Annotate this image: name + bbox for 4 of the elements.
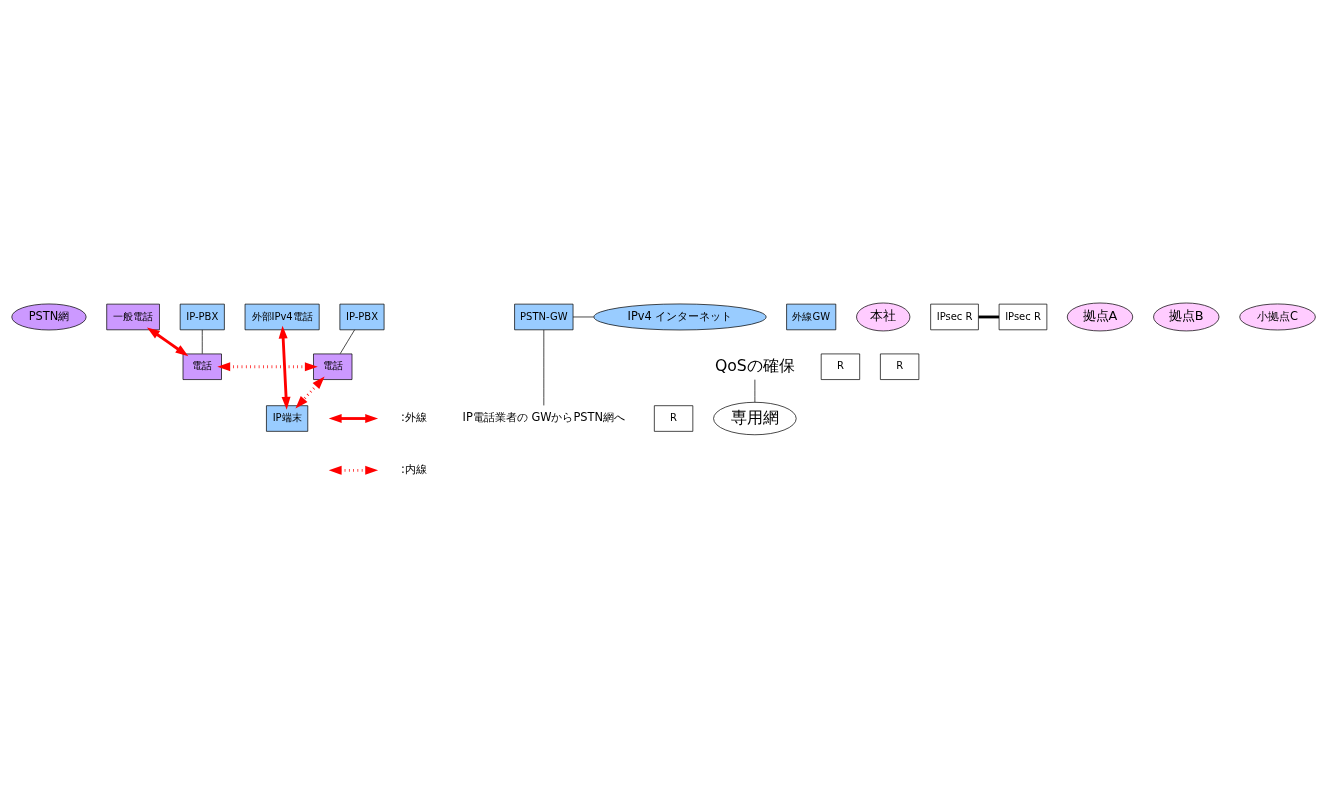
legend-label: :内線 — [401, 461, 427, 476]
node-text: IP電話業者の GWからPSTN網へ — [462, 409, 626, 424]
legend-label: :外線 — [401, 409, 427, 424]
node-text: QoSの確保 — [714, 355, 795, 375]
